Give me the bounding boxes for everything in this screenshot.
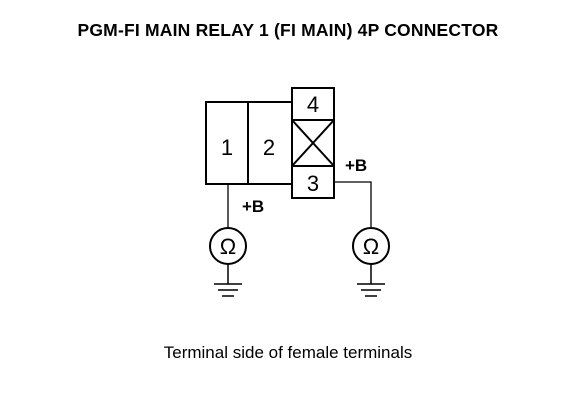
pin-2-label: 2: [263, 135, 275, 160]
pin-1-label: 1: [221, 135, 233, 160]
blank-cavity-cross: [291, 119, 335, 167]
connector-4p: [205, 87, 335, 199]
ohm-symbol: Ω: [220, 234, 236, 259]
plus-b-label-right: +B: [345, 156, 367, 175]
ohm-symbol: Ω: [363, 234, 379, 259]
probe-lead-pin-3: [334, 181, 372, 228]
plus-b-label-left: +B: [242, 197, 264, 216]
diagram-caption: Terminal side of female terminals: [163, 343, 413, 362]
ground-icon: [357, 264, 385, 297]
ground-icon: [214, 264, 242, 297]
ohmmeter-icon: Ω: [209, 227, 247, 265]
pin-4-label: 4: [307, 92, 319, 117]
ohmmeter-icon: Ω: [352, 227, 390, 265]
pin-3-label: 3: [307, 171, 319, 196]
diagram-title: PGM-FI MAIN RELAY 1 (FI MAIN) 4P CONNECT…: [77, 20, 499, 40]
